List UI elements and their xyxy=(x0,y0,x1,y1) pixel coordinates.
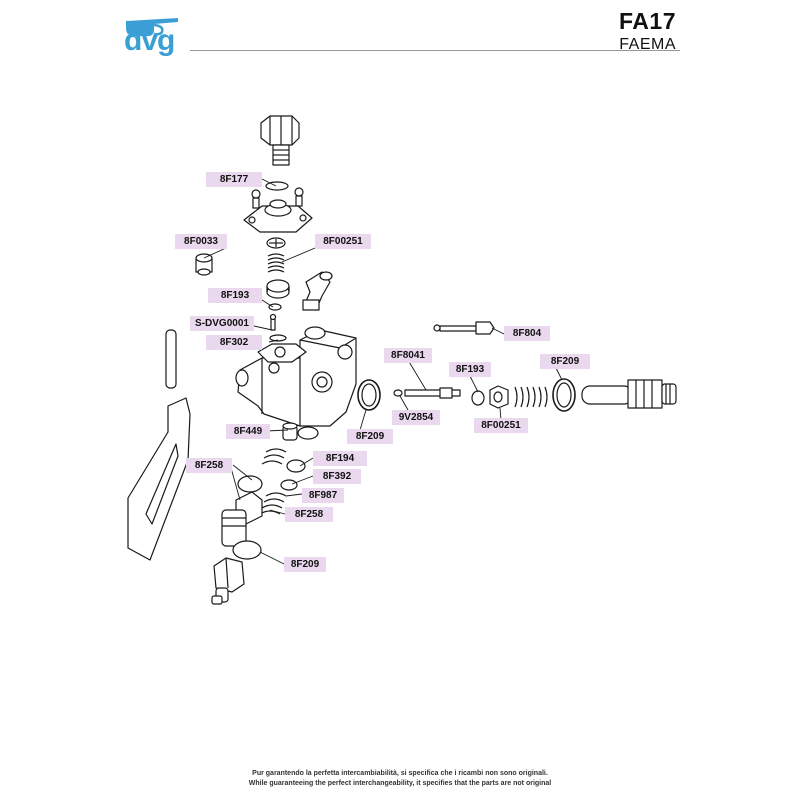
o-ring-icon xyxy=(269,334,287,342)
logo-text: dvg xyxy=(124,24,175,57)
disclaimer-english: While guaranteeing the perfect interchan… xyxy=(248,780,552,787)
part-label-8F804: 8F804 xyxy=(504,326,550,341)
fitting-body-icon xyxy=(221,509,247,547)
injector-rod-icon xyxy=(433,321,495,335)
header-divider xyxy=(190,50,680,51)
valve-body-icon xyxy=(235,326,357,440)
part-label-9V2854: 9V2854 xyxy=(392,410,440,425)
part-label-8F00251-right: 8F00251 xyxy=(474,418,528,433)
dvg-logo: dvg xyxy=(118,8,190,60)
rod-icon xyxy=(165,329,177,389)
threaded-fitting-icon xyxy=(581,379,677,409)
brand-name: FAEMA xyxy=(619,36,676,53)
part-label-8F194: 8F194 xyxy=(313,451,367,466)
spring-icon xyxy=(267,253,285,273)
tube-end-icon xyxy=(211,587,229,605)
small-washer-icon xyxy=(393,389,403,397)
part-label-8F987: 8F987 xyxy=(302,488,344,503)
hex-nut-icon xyxy=(489,385,509,409)
part-label-8F302: 8F302 xyxy=(206,335,262,350)
elbow-fitting-icon xyxy=(302,271,333,311)
o-ring-icon xyxy=(232,540,262,560)
threaded-fitting-icon xyxy=(282,422,298,441)
part-label-8F193-right: 8F193 xyxy=(449,362,491,377)
part-label-8F392: 8F392 xyxy=(313,469,361,484)
o-ring-icon xyxy=(280,479,298,491)
o-ring-icon xyxy=(286,459,306,473)
o-ring-icon xyxy=(237,475,263,493)
o-ring-inner-icon xyxy=(556,382,572,408)
flange-cover-icon xyxy=(243,199,313,233)
o-ring-icon xyxy=(265,181,289,191)
part-label-8F258-bottom: 8F258 xyxy=(285,507,333,522)
part-label-8F258-top: 8F258 xyxy=(186,458,232,473)
lever-icon xyxy=(127,397,191,561)
jet-nozzle-icon xyxy=(266,237,286,249)
o-ring-inner-icon xyxy=(361,383,377,407)
part-label-8F0033: 8F0033 xyxy=(175,234,227,249)
spring-icon xyxy=(514,386,548,408)
disclaimer-footer: Pur garantendo la perfetta intercambiabi… xyxy=(0,769,800,789)
part-label-8F00251-top: 8F00251 xyxy=(315,234,371,249)
part-label-8F209-bottom: 8F209 xyxy=(284,557,326,572)
model-code: FA17 xyxy=(619,8,676,34)
part-label-S-DVG0001: S-DVG0001 xyxy=(190,316,254,331)
screw-icon xyxy=(251,189,261,209)
part-label-8F209-right: 8F209 xyxy=(540,354,590,369)
part-label-8F209-mid: 8F209 xyxy=(347,429,393,444)
washer-icon xyxy=(268,303,282,311)
disclaimer-italian: Pur garantendo la perfetta intercambiabi… xyxy=(252,770,548,777)
hex-nut-icon xyxy=(213,557,245,593)
screw-icon xyxy=(294,187,304,207)
spring-icon xyxy=(259,492,287,515)
coffee-cup-logo-icon xyxy=(126,18,178,36)
valve-stem-icon xyxy=(404,387,461,399)
hex-bolt-icon xyxy=(260,115,300,166)
pin-icon xyxy=(269,313,277,331)
gasket-icon xyxy=(257,343,307,363)
part-label-8F449: 8F449 xyxy=(226,424,270,439)
part-label-8F8041: 8F8041 xyxy=(384,348,432,363)
part-label-8F177: 8F177 xyxy=(206,172,262,187)
part-label-8F193-left: 8F193 xyxy=(208,288,262,303)
washer-icon xyxy=(471,390,485,406)
spring-icon xyxy=(261,448,287,465)
check-valve-icon xyxy=(195,253,213,276)
valve-cap-icon xyxy=(266,279,290,299)
